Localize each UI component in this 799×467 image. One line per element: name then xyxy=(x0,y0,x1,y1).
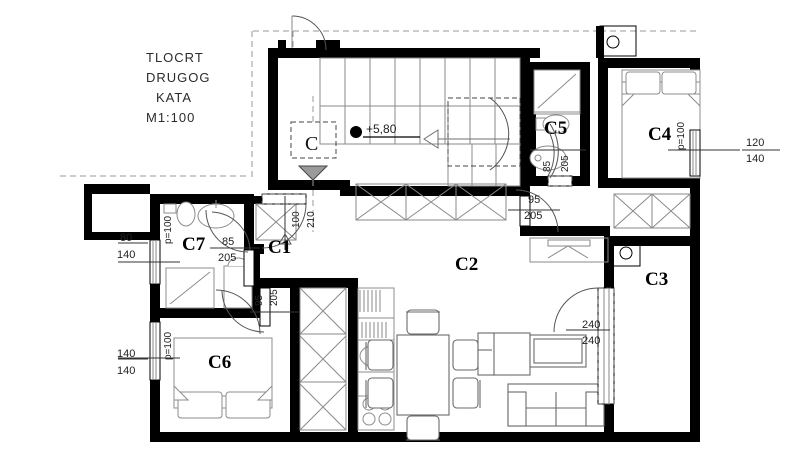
furniture-armchair xyxy=(477,332,531,376)
section-letter: C xyxy=(305,133,318,155)
furniture-sofa xyxy=(507,383,605,427)
dim-win-c7-width: 80 xyxy=(120,232,132,244)
dim-win-c7-sill: p=100 xyxy=(163,215,174,244)
room-label-c2: C2 xyxy=(455,254,478,275)
dim-door-c5-width: 85 xyxy=(542,160,553,172)
windows xyxy=(118,129,740,381)
room-label-c4: C4 xyxy=(648,124,672,145)
title-line-1: TLOCRT xyxy=(146,50,204,65)
dim-door-c1-width: 100 xyxy=(291,211,302,228)
dim-win-c7-height: 140 xyxy=(117,249,135,261)
furniture-c5-bathroom: C5 xyxy=(529,69,581,171)
room-label-c6: C6 xyxy=(208,352,231,373)
dim-door-c3-height: 240 xyxy=(582,335,600,347)
dimension-labels: 80 140 p=100 140 140 p=100 120 140 p=100… xyxy=(117,121,780,377)
dim-win-c4-width: 120 xyxy=(746,137,764,149)
furniture-dining-set xyxy=(365,309,481,441)
projection-guides xyxy=(60,30,700,178)
dim-win-c6-sill: p=100 xyxy=(163,331,174,360)
closet-c1-left xyxy=(255,203,297,241)
dim-door-hall-width: 95 xyxy=(528,194,540,206)
dim-door-c7-height: 205 xyxy=(218,252,236,264)
furniture-c7-bathroom: C7 xyxy=(163,200,253,309)
dim-door-hall-height: 205 xyxy=(524,210,542,222)
elevation-marker: +5,80 xyxy=(350,122,420,138)
dim-door-c5-height: 205 xyxy=(560,155,571,172)
doors xyxy=(205,123,615,405)
closet-hall-upper xyxy=(355,183,507,221)
dim-win-c6-width: 140 xyxy=(117,348,135,360)
elevation-value: +5,80 xyxy=(366,122,397,136)
title-line-2: DRUGOG xyxy=(146,70,211,85)
dim-door-c7-width: 85 xyxy=(222,236,234,248)
closet-tall-c2 xyxy=(299,287,347,431)
dim-door-c6-height: 205 xyxy=(269,289,280,306)
dim-win-c4-sill: p=100 xyxy=(676,121,687,150)
title-line-3: KATA xyxy=(156,90,192,105)
staircase xyxy=(291,15,521,187)
dim-door-c1-height: 210 xyxy=(306,211,317,228)
room-label-c3: C3 xyxy=(645,269,668,290)
room-labels: C1 C2 C3 xyxy=(268,237,668,290)
title-line-4: M1:100 xyxy=(146,110,195,125)
dim-door-c3-width: 240 xyxy=(582,319,600,331)
furniture-c4-bedroom: C4 xyxy=(621,69,701,179)
furniture-c6-bedroom: C6 xyxy=(173,337,273,419)
room-label-c1: C1 xyxy=(268,237,291,258)
closet-c4-lower xyxy=(613,193,691,229)
furniture-coffee-table xyxy=(529,334,587,368)
dim-door-c6-width: 95 xyxy=(254,294,265,306)
furniture-tv-console xyxy=(529,237,609,263)
dim-win-c4-height: 140 xyxy=(746,153,764,165)
section-tag-c: C xyxy=(290,96,337,232)
dim-win-c6-height: 140 xyxy=(117,365,135,377)
title-block: TLOCRT DRUGOG KATA M1:100 xyxy=(146,50,211,125)
room-label-c7: C7 xyxy=(182,234,206,255)
